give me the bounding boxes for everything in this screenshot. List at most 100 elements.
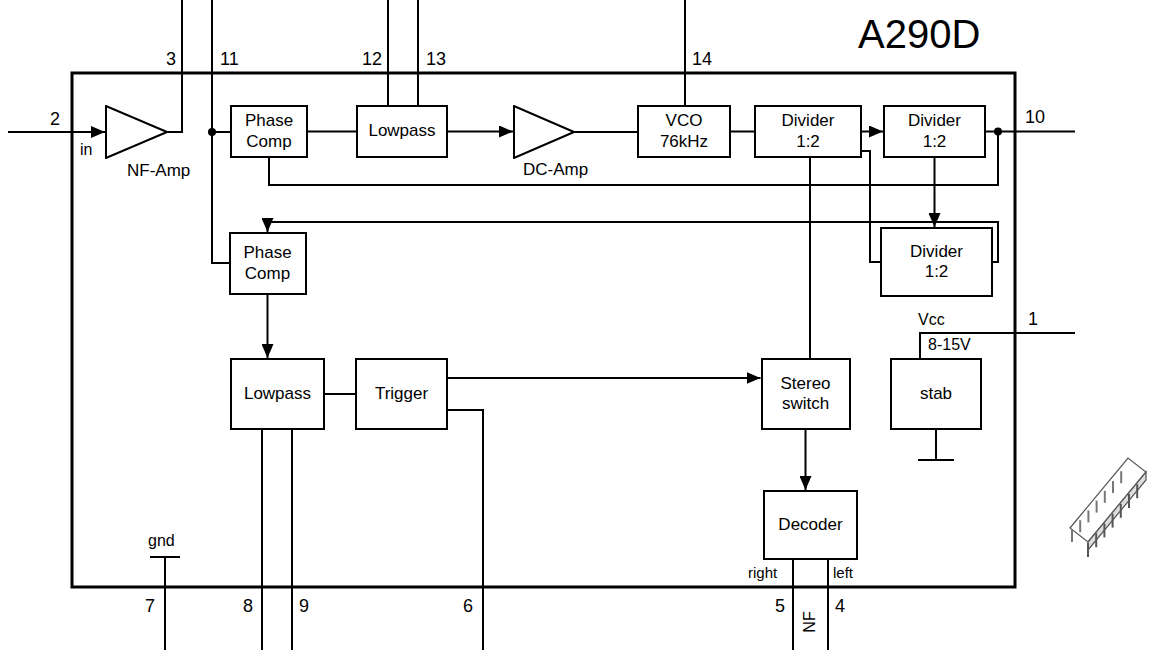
amplifier-triangle: DC-Amp xyxy=(513,105,575,159)
block-text: Trigger xyxy=(375,384,428,404)
process-box: stab xyxy=(890,358,982,430)
chip-pin xyxy=(1087,543,1089,557)
signal-connector xyxy=(575,131,637,133)
pin-8-9-wire xyxy=(262,430,292,650)
signal-name: NF xyxy=(802,611,818,632)
block-text: Stereo switch xyxy=(767,374,845,415)
signal-connector xyxy=(934,158,936,227)
block-label: Lowpass xyxy=(368,121,435,141)
process-box: Lowpass xyxy=(230,358,325,430)
pin-10-wire xyxy=(998,131,1075,133)
pin-number: 9 xyxy=(299,597,309,615)
process-box: Divider 1:2 xyxy=(880,227,993,297)
signal-connector xyxy=(448,131,513,133)
triangle-outline xyxy=(105,105,168,159)
signal-name: gnd xyxy=(148,533,175,549)
signal-connector xyxy=(862,131,883,133)
signal-connector xyxy=(448,377,761,379)
pin-number: 7 xyxy=(145,597,155,615)
block-label: DC-Amp xyxy=(523,161,588,178)
process-box: Decoder xyxy=(763,490,858,560)
dip-chip-icon xyxy=(1070,458,1146,557)
ground-symbol xyxy=(918,430,954,460)
chip-pin xyxy=(1128,494,1130,508)
signal-name: left xyxy=(833,565,853,580)
block-label: Divider 1:2 xyxy=(902,111,968,152)
process-box: Trigger xyxy=(355,358,448,430)
pin-number: 13 xyxy=(426,50,446,68)
block-text: Divider 1:2 xyxy=(902,111,968,152)
block-text: stab xyxy=(920,384,952,404)
block-label: Stereo switch xyxy=(767,374,845,415)
pin-number: 2 xyxy=(50,110,60,128)
block-text: Phase Comp xyxy=(236,111,302,152)
process-box: Phase Comp xyxy=(229,232,307,295)
signal-connector xyxy=(267,295,269,358)
triangle-shape xyxy=(106,106,167,158)
chip-pin xyxy=(1071,530,1073,542)
block-text: Lowpass xyxy=(244,384,311,404)
signal-connector xyxy=(862,151,880,262)
block-text: Decoder xyxy=(778,515,842,535)
block-label: stab xyxy=(920,384,952,404)
supply-voltage: 8-15V xyxy=(928,337,971,353)
process-box: VCO 76kHz xyxy=(637,105,731,158)
block-label: Divider 1:2 xyxy=(904,242,970,283)
chip-pin xyxy=(1096,501,1098,513)
block-label: Divider 1:2 xyxy=(775,111,841,152)
process-box: Divider 1:2 xyxy=(754,105,862,158)
pin-number: 8 xyxy=(243,597,253,615)
signal-connector xyxy=(325,393,355,395)
chip-pin xyxy=(1112,514,1114,528)
amplifier-triangle: NF-Amp xyxy=(105,105,168,159)
pin-number: 3 xyxy=(166,50,176,68)
pin-number: 5 xyxy=(775,597,785,615)
triangle-outline xyxy=(513,105,575,159)
pin-5-4-wire xyxy=(793,560,828,650)
block-label: Phase Comp xyxy=(236,111,302,152)
signal-name: Vcc xyxy=(918,312,945,328)
chip-pin xyxy=(1087,510,1089,522)
signal-connector xyxy=(809,158,811,358)
block-label: Trigger xyxy=(375,384,428,404)
chip-pin xyxy=(1136,484,1138,498)
process-box: Stereo switch xyxy=(761,358,851,430)
pin-14-wire xyxy=(684,0,686,105)
chip-pin xyxy=(1120,504,1122,518)
signal-connector xyxy=(308,131,356,133)
process-box: Phase Comp xyxy=(230,105,308,158)
signal-name: in xyxy=(80,142,92,158)
ic-outline xyxy=(72,73,1015,587)
pin-number: 12 xyxy=(362,50,382,68)
chip-pins xyxy=(1072,471,1137,557)
chip-body xyxy=(1070,458,1146,542)
block-label: Decoder xyxy=(778,515,842,535)
pin-number: 6 xyxy=(463,597,473,615)
process-box: Lowpass xyxy=(356,105,448,158)
block-label: VCO 76kHz xyxy=(653,111,715,152)
chip-pin xyxy=(1120,471,1122,483)
process-box: Divider 1:2 xyxy=(883,105,986,158)
pin-number: 10 xyxy=(1025,108,1045,126)
pin-12-13-wire xyxy=(388,0,418,105)
block-text: Phase Comp xyxy=(235,243,301,284)
chip-pin xyxy=(1104,491,1106,503)
block-label: Phase Comp xyxy=(235,243,301,284)
chip-pin xyxy=(1079,520,1081,532)
block-text: VCO 76kHz xyxy=(653,111,715,152)
junction-dot xyxy=(208,128,216,136)
chip-title: A290D xyxy=(858,14,980,54)
pin-number: 4 xyxy=(835,597,845,615)
signal-name: right xyxy=(748,565,777,580)
pin-6-wire xyxy=(448,410,483,650)
pin-2-wire xyxy=(8,131,105,133)
pin-number: 14 xyxy=(692,50,712,68)
pin-wires xyxy=(8,0,1075,650)
block-label: Lowpass xyxy=(244,384,311,404)
pin-1-wire xyxy=(920,333,1075,358)
signal-connector xyxy=(805,430,807,490)
block-text: Divider 1:2 xyxy=(775,111,841,152)
